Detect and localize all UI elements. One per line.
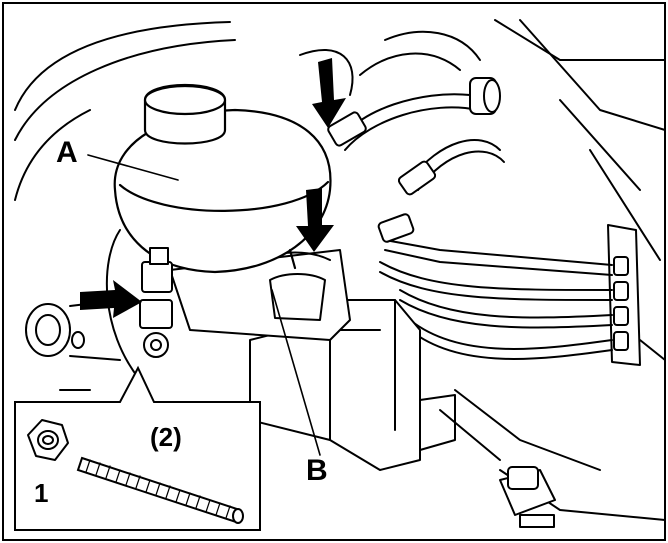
hydraulic-unit [249,299,456,471]
mounting-bolt [499,466,556,528]
inset-box [14,365,261,531]
nut-icon [27,419,69,461]
leader-a [87,154,179,181]
brake-lines [339,93,613,360]
level-sensor-connector [139,247,173,358]
left-arrow [80,280,142,318]
vacuum-hose-fitting [25,299,121,391]
label-item-2: (2) [150,422,182,452]
brake-line-bracket [607,224,641,366]
top-arrow [312,58,346,128]
label-b: B [306,454,328,487]
threaded-rod-icon [76,456,244,524]
leader-b [271,289,321,456]
line-fittings [327,77,501,243]
label-item-1: 1 [34,478,48,508]
label-a: A [56,136,78,169]
middle-arrow [296,188,334,252]
fluid-reservoir [113,84,332,274]
